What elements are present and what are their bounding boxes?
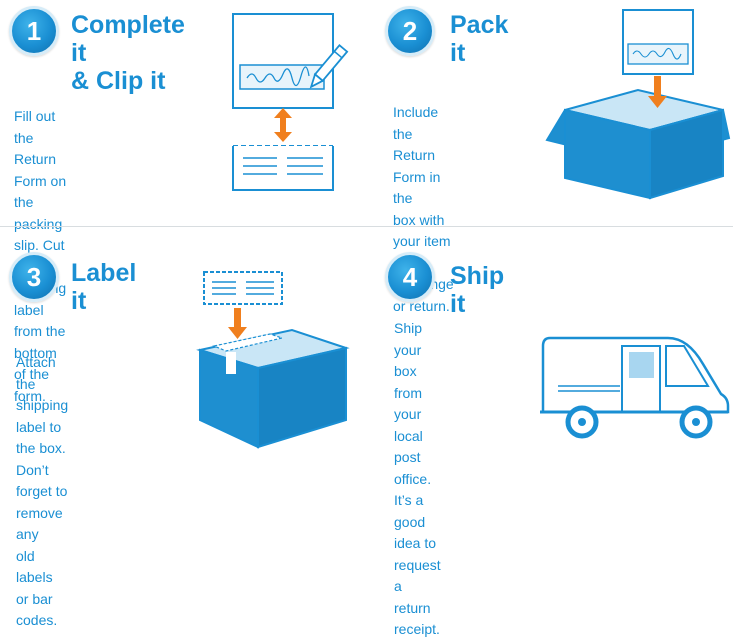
step-2-number-badge: 2 (385, 6, 435, 56)
step-2-description: Include the Return Form in the box with … (393, 104, 454, 314)
box-with-form-icon (545, 9, 731, 200)
double-arrow-icon (274, 108, 292, 142)
delivery-van-icon (540, 336, 730, 439)
step-1-number-badge: 1 (9, 6, 59, 56)
step-4-description: Ship your box from your local post offic… (394, 320, 441, 637)
step-3-number-badge: 3 (9, 252, 59, 302)
step-2-title: Pack it (450, 11, 509, 67)
step-3-description: Attach the shipping label to the box. Do… (16, 354, 69, 628)
labeled-box-icon (196, 271, 350, 449)
form-with-pencil-icon (232, 13, 349, 191)
step-4-title: Ship it (450, 262, 505, 318)
step-3-title: Label it (71, 259, 137, 315)
step-4-number-badge: 4 (385, 252, 435, 302)
step-1-description: Fill out the Return Form on the packing … (14, 108, 67, 404)
section-divider (0, 226, 733, 227)
step-1-title: Complete it & Clip it (71, 11, 185, 95)
